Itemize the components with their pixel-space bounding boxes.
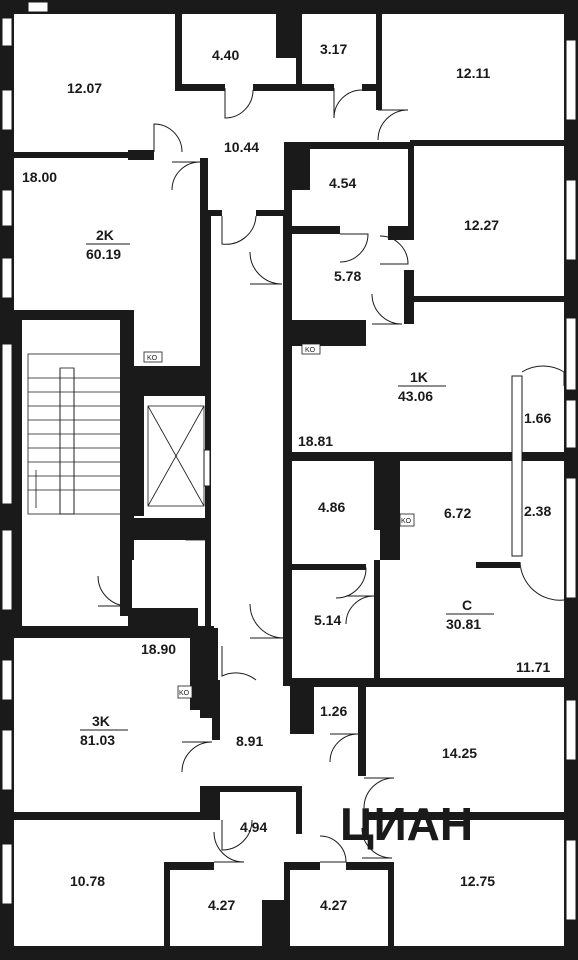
- apartment-1k: 1K 43.06: [398, 369, 446, 404]
- room-area-18-81: 18.81: [298, 433, 333, 449]
- room-area-18-90: 18.90: [141, 641, 176, 657]
- room-area-4-94: 4.94: [240, 819, 267, 835]
- apartment-c: C 30.81: [446, 597, 494, 632]
- room-area-5-78: 5.78: [334, 268, 361, 284]
- staircase: [27, 353, 125, 515]
- room-area-4-27-left: 4.27: [208, 897, 235, 913]
- room-area-1-26: 1.26: [320, 703, 347, 719]
- ko-label-3k: KO: [179, 690, 190, 697]
- ko-label-1k: KO: [305, 347, 316, 354]
- room-area-5-14: 5.14: [314, 612, 341, 628]
- ko-label-c: KO: [401, 518, 412, 525]
- apartment-3k: 3K 81.03: [80, 713, 128, 748]
- ko-label-2k: KO: [147, 355, 158, 362]
- room-area-4-54: 4.54: [329, 175, 356, 191]
- room-area-4-86: 4.86: [318, 499, 345, 515]
- room-area-12-07: 12.07: [67, 80, 102, 96]
- room-area-1-66: 1.66: [524, 410, 551, 426]
- room-labels: 12.07 4.40 3.17 12.11 10.44 18.00 4.54 1…: [22, 41, 551, 913]
- room-area-18-00: 18.00: [22, 169, 57, 185]
- room-area-14-25: 14.25: [442, 745, 477, 761]
- room-area-10-44: 10.44: [224, 139, 259, 155]
- room-area-8-91: 8.91: [236, 733, 263, 749]
- apartment-type-1k: 1K: [410, 369, 428, 385]
- room-area-10-78: 10.78: [70, 873, 105, 889]
- apartment-type-3k: 3K: [92, 713, 110, 729]
- apartment-area-1k: 43.06: [398, 388, 433, 404]
- room-area-12-11: 12.11: [456, 65, 490, 81]
- room-area-3-17: 3.17: [320, 41, 347, 57]
- doors: [97, 88, 565, 863]
- apartment-area-2k: 60.19: [86, 246, 121, 262]
- watermark: ЦИАН: [340, 798, 473, 850]
- room-area-4-27-right: 4.27: [320, 897, 347, 913]
- apartment-2k: 2K 60.19: [86, 227, 130, 262]
- room-area-4-40: 4.40: [212, 47, 239, 63]
- apartment-area-c: 30.81: [446, 616, 481, 632]
- room-area-2-38: 2.38: [524, 503, 551, 519]
- elevator-shaft: [147, 405, 211, 541]
- room-area-12-75: 12.75: [460, 873, 495, 889]
- apartment-area-3k: 81.03: [80, 732, 115, 748]
- windows: [1, 1, 577, 921]
- ko-markers: KO KO KO KO: [143, 343, 415, 699]
- room-area-12-27: 12.27: [464, 217, 499, 233]
- apartment-type-2k: 2K: [96, 227, 114, 243]
- room-area-6-72: 6.72: [444, 505, 471, 521]
- room-area-11-71: 11.71: [516, 659, 550, 675]
- apartment-type-c: C: [462, 597, 472, 613]
